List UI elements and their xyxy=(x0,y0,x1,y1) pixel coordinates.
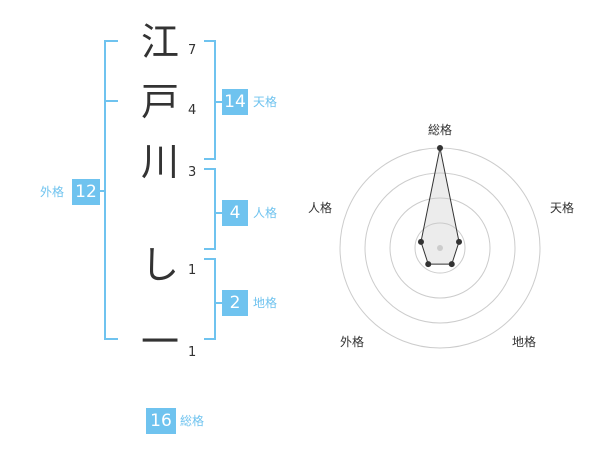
stroke-count-1: 7 xyxy=(188,43,197,58)
radar-point-chikaku xyxy=(448,261,455,268)
radar-chart: 総格 天格 地格 外格 人格 xyxy=(308,122,574,349)
chikaku-score: 2 xyxy=(222,290,248,316)
radar-point-jinkaku xyxy=(417,238,424,245)
radar-label-jinkaku: 人格 xyxy=(308,200,332,215)
gaikaku-score: 12 xyxy=(72,179,100,205)
radar-point-soukaku xyxy=(437,145,443,151)
gaikaku-label: 外格 xyxy=(40,185,65,199)
soukaku-label: 総格 xyxy=(180,414,205,428)
radar-ring xyxy=(414,222,466,274)
radar-point-gaikaku xyxy=(425,261,432,268)
radar-ring xyxy=(364,172,516,324)
tenkaku-label: 天格 xyxy=(253,95,278,109)
name-char-3: 川 xyxy=(140,140,179,184)
name-char-5: 一 xyxy=(140,320,179,364)
radar-label-tenkaku: 天格 xyxy=(550,200,574,215)
radar-center-dot xyxy=(437,245,443,251)
jinkaku-score: 4 xyxy=(222,200,248,226)
radar-points xyxy=(417,145,463,268)
radar-label-chikaku: 地格 xyxy=(512,334,536,349)
chikaku-label: 地格 xyxy=(253,296,278,310)
name-char-2: 戸 xyxy=(140,80,179,124)
name-char-4: し xyxy=(140,243,179,287)
stroke-count-4: 1 xyxy=(188,263,197,278)
radar-label-soukaku: 総格 xyxy=(428,122,452,137)
radar-label-gaikaku: 外格 xyxy=(340,334,364,349)
stroke-count-3: 3 xyxy=(188,165,197,180)
jinkaku-label: 人格 xyxy=(253,206,278,220)
name-char-1: 江 xyxy=(140,20,179,64)
stroke-count-2: 4 xyxy=(188,103,197,118)
soukaku-score: 16 xyxy=(146,408,176,434)
stroke-count-5: 1 xyxy=(188,345,197,360)
radar-ring xyxy=(389,197,491,299)
radar-point-tenkaku xyxy=(456,238,463,245)
radar-shape xyxy=(420,147,460,265)
tenkaku-score: 14 xyxy=(222,89,248,115)
